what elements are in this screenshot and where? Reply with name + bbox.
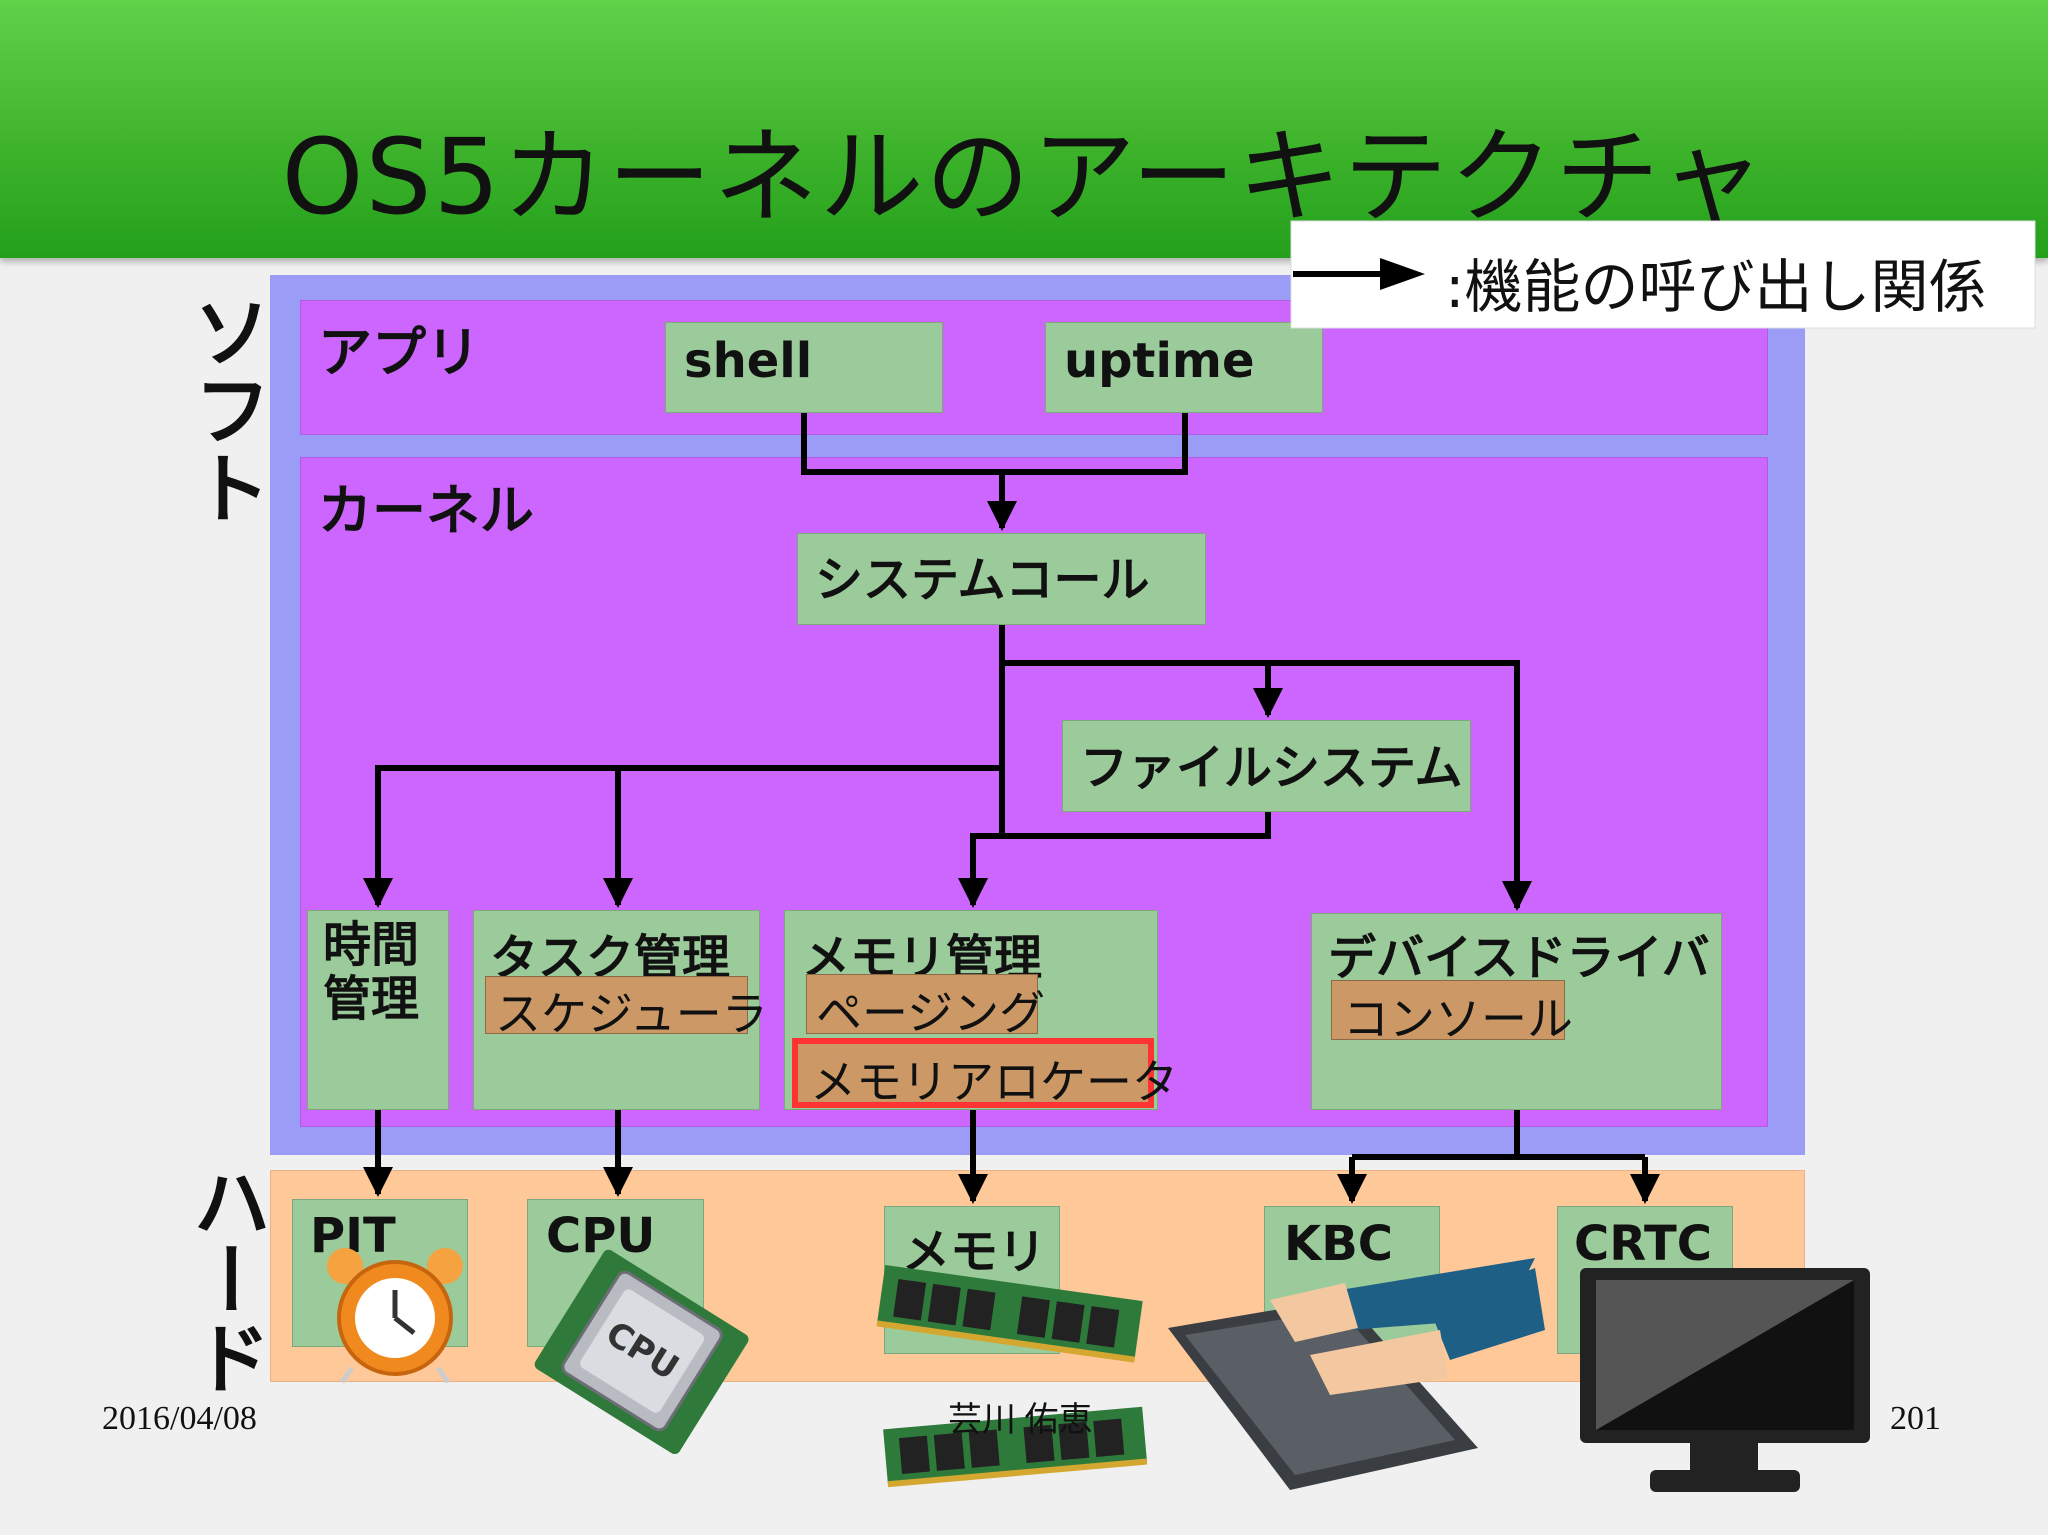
cpu-chip-icon: CPU	[534, 1249, 749, 1455]
time-mgmt-label: 時間 管理	[323, 917, 420, 1027]
hw-cpu-label: CPU	[546, 1208, 656, 1264]
footer-date: 2016/04/08	[102, 1400, 257, 1437]
app-layer	[300, 300, 1768, 435]
side-label-software-text: ソフト	[180, 292, 270, 526]
legend-text: :機能の呼び出し関係	[1445, 253, 1987, 321]
scheduler-label: スケジューラ	[495, 987, 768, 1041]
arrow-driver-to-hw	[1349, 1110, 1648, 1201]
kernel-layer-label: カーネル	[318, 479, 534, 542]
arrow-apps-to-syscall	[801, 413, 1188, 528]
title-banner	[0, 0, 2048, 258]
paging-box	[806, 974, 1038, 1034]
arrow-syscall-to-fs	[999, 625, 1283, 718]
arrow-syscall-to-driver	[1265, 660, 1532, 911]
syscall-label: システムコール	[815, 552, 1150, 608]
call-arrows	[363, 413, 1660, 1204]
memory-allocator-label: メモリアロケータ	[810, 1055, 1178, 1109]
filesystem-box	[1062, 720, 1471, 812]
device-driver-label: デバイスドライバ	[1328, 930, 1710, 986]
arrow-fs-to-mem	[958, 812, 1271, 908]
console-label: コンソール	[1343, 992, 1573, 1046]
app-shell	[665, 322, 943, 413]
footer-author: 芸川 佑恵	[948, 1402, 1093, 1439]
memory-allocator-box	[792, 1038, 1154, 1108]
hw-memory-label: メモリ	[902, 1224, 1047, 1280]
side-label-hardware: ハード	[180, 1162, 270, 1396]
app-uptime-label: uptime	[1064, 333, 1255, 389]
hw-kbc-label: KBC	[1284, 1216, 1394, 1272]
paging-label: ページング	[816, 986, 1046, 1040]
slide-title: OS5カーネルのアーキテクチャ	[281, 116, 1767, 238]
memory-module-icon	[876, 1264, 1148, 1488]
alarm-clock-icon	[327, 1248, 463, 1384]
console-box	[1331, 980, 1565, 1040]
arrow-to-time	[363, 663, 1005, 908]
app-uptime	[1045, 322, 1323, 413]
scheduler-box	[485, 976, 748, 1034]
hw-crtc-label: CRTC	[1574, 1216, 1712, 1272]
app-layer-label: アプリ	[318, 321, 480, 384]
time-mgmt-box	[307, 910, 449, 1110]
monitor-icon	[1580, 1268, 1870, 1492]
arrow-right-icon	[1293, 258, 1425, 290]
side-label-software: ソフト	[180, 292, 270, 526]
app-shell-label: shell	[684, 333, 813, 389]
footer-page-number: 201	[1890, 1400, 1941, 1437]
side-label-hardware-text: ハード	[180, 1162, 270, 1396]
filesystem-label: ファイルシステム	[1080, 740, 1463, 796]
keyboard-typing-icon	[1168, 1258, 1545, 1490]
